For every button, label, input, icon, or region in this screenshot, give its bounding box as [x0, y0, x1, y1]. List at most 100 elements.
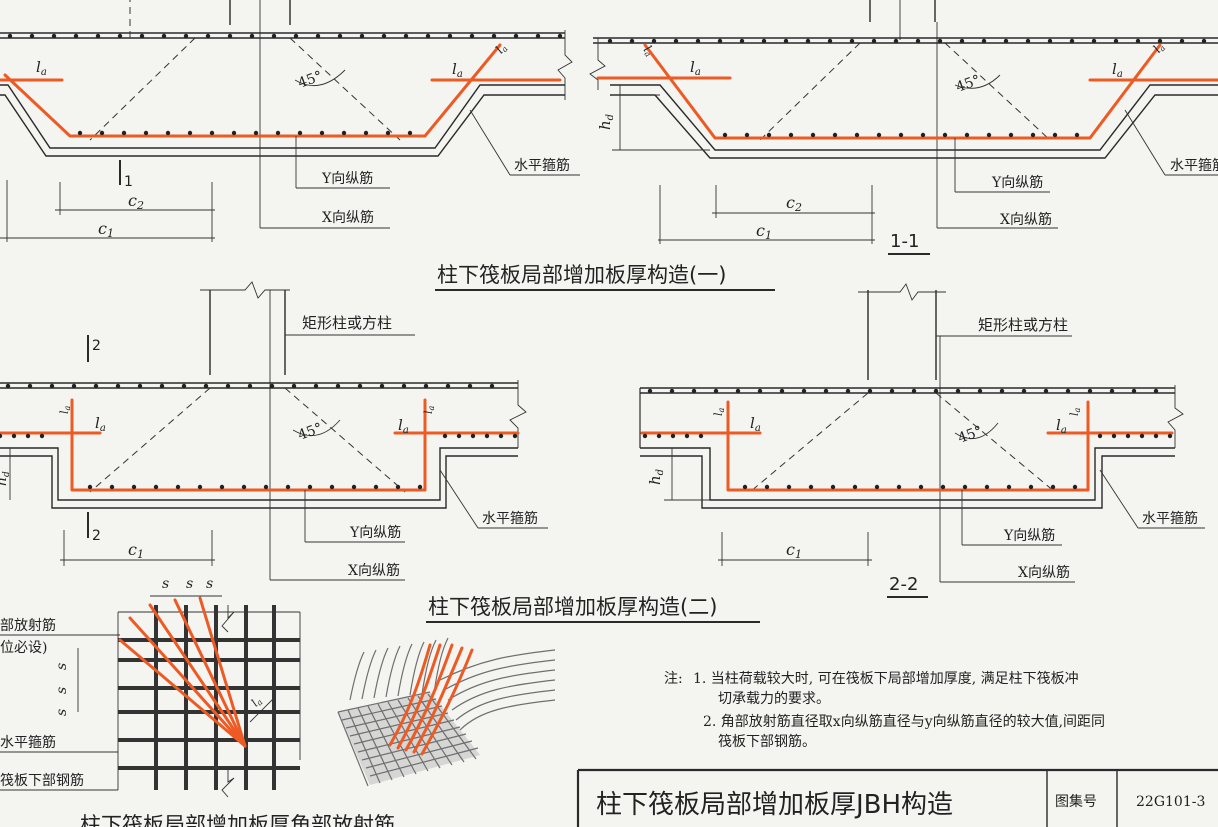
rebar-dot — [363, 130, 369, 136]
rebar-dot — [467, 383, 473, 389]
rebar-dot — [1003, 38, 1009, 44]
rebar-dot — [489, 383, 495, 389]
rebar-dot — [165, 130, 171, 136]
rebar-dot — [227, 33, 233, 39]
rebar-dot — [830, 484, 836, 490]
svg-text:la: la — [36, 58, 47, 78]
svg-text:la: la — [493, 40, 510, 56]
rebar-dot — [849, 38, 855, 44]
rebar-dot — [231, 130, 237, 136]
y-bar-label-4: Y向纵筋 — [1003, 527, 1055, 544]
rebar-dot — [297, 130, 303, 136]
rebar-dot — [1074, 132, 1080, 138]
mesh-line — [337, 711, 369, 787]
rebar-dot — [1052, 132, 1058, 138]
rebar-dot — [717, 38, 723, 44]
rebar-dot — [786, 484, 792, 490]
rebar-dot — [845, 388, 851, 394]
rebar-dot — [1021, 388, 1027, 394]
rebar-dot — [1153, 388, 1159, 394]
svg-text:la: la — [58, 405, 72, 414]
rebar-dot — [629, 38, 635, 44]
rebar-dot — [766, 132, 772, 138]
stirrup-label-1: 水平箍筋 — [514, 157, 570, 174]
rebar-dot — [656, 433, 662, 439]
rebar-dot — [395, 484, 401, 490]
rebar-dot — [964, 132, 970, 138]
rebar-dot — [407, 130, 413, 136]
rebar-dot — [959, 38, 965, 44]
caption-2: 柱下筏板局部增加板厚构造(二) — [428, 595, 717, 619]
rebar-dot — [99, 130, 105, 136]
rebar-dot — [722, 132, 728, 138]
rebar-dot — [241, 484, 247, 490]
rebar-dot — [11, 433, 17, 439]
rebar-dot — [249, 33, 255, 39]
rebar-dot — [984, 484, 990, 490]
rebar-dot — [27, 383, 33, 389]
rebar-dot — [470, 433, 476, 439]
x-bar-label-3: X向纵筋 — [348, 562, 400, 579]
rebar-dot — [175, 484, 181, 490]
rebar-dot — [341, 130, 347, 136]
rebar-dot — [1157, 38, 1163, 44]
rebar-dot — [39, 433, 45, 439]
svg-text:la: la — [398, 416, 409, 436]
rebar-dot — [512, 433, 518, 439]
radial-bar-label: 部放射筋 — [0, 617, 56, 634]
rebar-dot — [977, 388, 983, 394]
rebar-dot — [1125, 433, 1131, 439]
rebar-dot — [942, 132, 948, 138]
rebar-dot — [933, 388, 939, 394]
angle-label-4: 45° — [956, 423, 985, 447]
rebar-dot — [867, 388, 873, 394]
rebar-dot — [247, 383, 253, 389]
rebar-dot — [7, 33, 13, 39]
rebar-dot — [117, 33, 123, 39]
dim-c2: c2 — [128, 191, 144, 212]
rebar-dot — [911, 388, 917, 394]
note-2a: 2. 角部放射筋直径取x向纵筋直径与y向纵筋直径的较大值,间距同 — [703, 713, 1105, 730]
rebar-dot — [357, 383, 363, 389]
rebar-dot — [379, 383, 385, 389]
notes-block: 注: 1. 当柱荷载较大时, 可在筏板下局部增加厚度, 满足柱下筏板冲 切承载力… — [664, 670, 1105, 750]
dim-hd-1: hd — [596, 114, 616, 130]
rebar-dot — [698, 433, 704, 439]
mesh-line — [387, 701, 429, 772]
mesh-line — [397, 699, 441, 769]
s-label-3: s — [206, 576, 213, 592]
rebar-dot — [827, 38, 833, 44]
rebar-dot — [5, 383, 11, 389]
rebar-dot — [1097, 433, 1103, 439]
rebar-dot — [832, 132, 838, 138]
section-title-1-1: 1-1 — [890, 231, 919, 252]
rebar-dot — [915, 38, 921, 44]
rebar-dot — [291, 383, 297, 389]
mesh-line — [407, 697, 453, 766]
mesh-line — [347, 709, 381, 784]
rebar-dot — [810, 132, 816, 138]
svg-text:la: la — [712, 407, 726, 416]
mesh-horizontal-bar — [447, 669, 556, 701]
mesh-line — [357, 707, 393, 781]
mesh-vertical-bar — [385, 645, 401, 698]
rebar-dot — [351, 484, 357, 490]
svg-text:la: la — [750, 414, 761, 434]
rebar-dot — [95, 33, 101, 39]
section-mark-2-bottom: 2 — [92, 528, 101, 544]
rebar-dot — [319, 130, 325, 136]
rebar-dot — [445, 383, 451, 389]
rebar-dot — [359, 33, 365, 39]
rebar-dot — [673, 38, 679, 44]
section-title-2-2: 2-2 — [889, 574, 918, 595]
rebar-dot — [1050, 484, 1056, 490]
rebar-dot — [205, 33, 211, 39]
rebar-dot — [1113, 38, 1119, 44]
rebar-dot — [1109, 388, 1115, 394]
rebar-dot — [691, 388, 697, 394]
svg-text:la: la — [690, 58, 701, 78]
rebar-dot — [498, 433, 504, 439]
rebar-dot — [1043, 388, 1049, 394]
rebar-dot — [999, 388, 1005, 394]
rebar-dot — [447, 33, 453, 39]
